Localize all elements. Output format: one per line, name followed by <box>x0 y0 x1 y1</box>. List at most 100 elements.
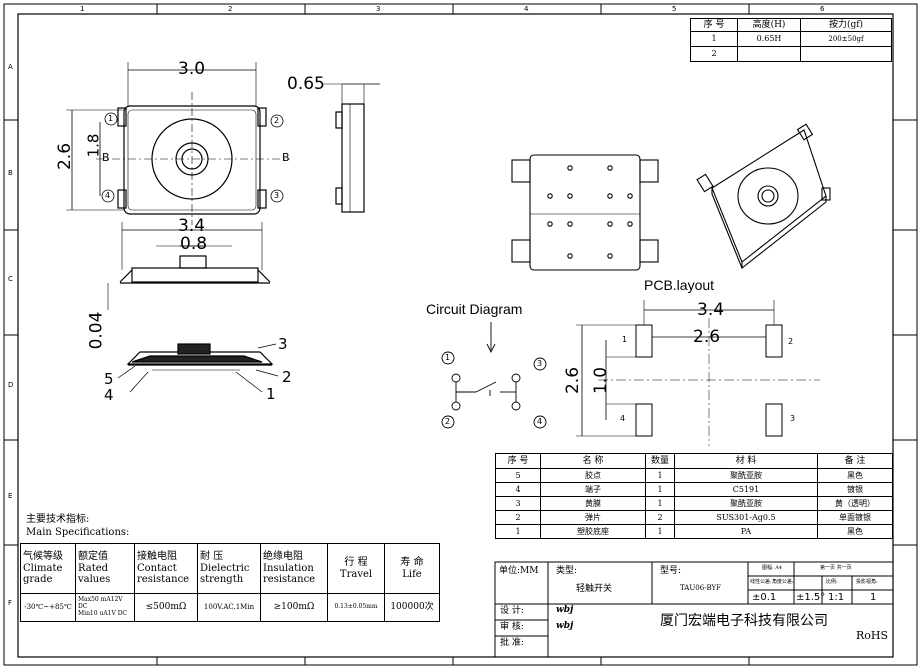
dim-actuator: 0.8 <box>180 234 208 254</box>
force-cell <box>800 46 892 62</box>
row-label-a: A <box>8 63 13 71</box>
force-cell <box>737 46 801 62</box>
pcb-layout <box>576 300 820 446</box>
top-view <box>66 62 290 225</box>
bom-header-name: 名 称 <box>540 453 646 469</box>
bom-cell: 黄（透明） <box>817 496 893 511</box>
bom-cell: PA <box>674 524 818 539</box>
circuit-pin-1: 1 <box>445 353 451 362</box>
circuit-pin-2: 2 <box>445 417 451 426</box>
spec-value-contact: ≤500mΩ <box>134 593 198 622</box>
bom-header-no: 序 号 <box>495 453 541 469</box>
callout-3: 3 <box>278 335 288 353</box>
dim-side-thickness: 0.65 <box>287 74 325 94</box>
pcb-pad-2: 2 <box>788 337 794 346</box>
bom-cell: 1 <box>495 524 541 539</box>
type-label: 类型: <box>556 566 578 576</box>
company-name: 厦门宏端电子科技有限公司 <box>660 613 828 629</box>
circuit-diagram <box>441 322 547 429</box>
specs-title-en: Main Specifications: <box>26 527 130 538</box>
callout-5: 5 <box>104 370 114 388</box>
circuit-pin-3: 3 <box>537 359 543 368</box>
force-header-force: 按力(gf) <box>800 18 892 32</box>
bom-cell: 1 <box>645 496 675 511</box>
title-block-lines <box>494 561 894 658</box>
iso-view-top <box>696 123 831 270</box>
bom-cell: C5191 <box>674 482 818 497</box>
spec-value-climate: -30℃~+85℃ <box>20 593 76 622</box>
force-cell: 1 <box>690 31 738 47</box>
pcb-dim-height: 2.6 <box>563 366 584 395</box>
bom-cell: 3 <box>495 496 541 511</box>
bom-cell: 端子 <box>540 482 646 497</box>
bom-cell: 塑胶底座 <box>540 524 646 539</box>
review-label: 审 核: <box>500 622 524 632</box>
scale-label: 比例: <box>826 579 838 585</box>
bom-cell: 胶点 <box>540 468 646 483</box>
bom-header-qty: 数量 <box>645 453 675 469</box>
page-count: 第一页 共一页 <box>820 565 852 571</box>
force-cell: 2 <box>690 46 738 62</box>
projection-value: 1 <box>870 592 877 603</box>
row-label-c: C <box>8 275 13 283</box>
pin-1-label: 1 <box>108 114 114 123</box>
bom-cell: SUS301-Ag0.5 <box>674 510 818 525</box>
force-header-height: 高度(H) <box>737 18 801 32</box>
section-label-left: B <box>102 151 110 164</box>
bom-cell: 2 <box>495 510 541 525</box>
pcb-dim-inner: 2.6 <box>693 327 721 347</box>
type-value: 轻触开关 <box>576 584 613 594</box>
pin-2-label: 2 <box>274 116 280 125</box>
spec-value-travel: 0.13±0.05mm <box>327 593 385 622</box>
pin-4-label: 4 <box>105 191 111 200</box>
callout-4: 4 <box>104 386 114 404</box>
bom-cell: 黄膜 <box>540 496 646 511</box>
dim-height-outer: 2.6 <box>55 142 76 171</box>
model-value: TAU06-BYF <box>680 584 722 592</box>
tol-linear-label: 线性公差: <box>750 579 772 585</box>
pcb-pad-1: 1 <box>622 335 628 344</box>
pcb-title: PCB.layout <box>644 277 715 293</box>
spec-value-dielectric: 100V.AC.1Min <box>197 593 261 622</box>
pin-3-label: 3 <box>274 191 280 200</box>
row-label-b: B <box>8 169 13 177</box>
col-label-1: 1 <box>80 5 85 13</box>
bom-cell: 1 <box>645 524 675 539</box>
designer-signature: wbj <box>556 605 574 615</box>
force-cell: 0.65H <box>737 31 801 47</box>
spec-value-insulation: ≥100mΩ <box>260 593 328 622</box>
zone-ticks <box>4 4 917 665</box>
bom-cell: 黑色 <box>817 468 893 483</box>
force-cell: 200±50gf <box>800 31 892 47</box>
rohs-mark: RoHS <box>856 629 889 642</box>
pcb-pad-3: 3 <box>790 414 796 423</box>
bom-header-note: 备 注 <box>817 453 893 469</box>
dim-width: 3.0 <box>178 59 206 79</box>
callout-1: 1 <box>266 385 276 403</box>
force-table: 序 号 高度(H) 按力(gf) 1 0.65H 200±50gf 2 <box>690 18 892 62</box>
col-label-5: 5 <box>672 5 677 13</box>
spec-value-life: 100000次 <box>384 593 440 622</box>
row-label-f: F <box>8 599 13 607</box>
dim-section-width: 3.4 <box>178 216 206 236</box>
dim-terminal: 0.04 <box>86 311 107 350</box>
circuit-pin-4: 4 <box>537 417 543 426</box>
cross-section <box>117 343 279 393</box>
bom-cell: 黑色 <box>817 524 893 539</box>
row-label-e: E <box>8 492 13 500</box>
proj-label: 投影视角: <box>856 579 878 585</box>
tol-linear-value: ±0.1 <box>752 592 777 603</box>
scale-value: 1:1 <box>828 592 845 603</box>
pcb-dim-pad: 1.0 <box>591 366 612 395</box>
bom-cell: 聚酰亚胺 <box>674 496 818 511</box>
bom-cell: 弹片 <box>540 510 646 525</box>
